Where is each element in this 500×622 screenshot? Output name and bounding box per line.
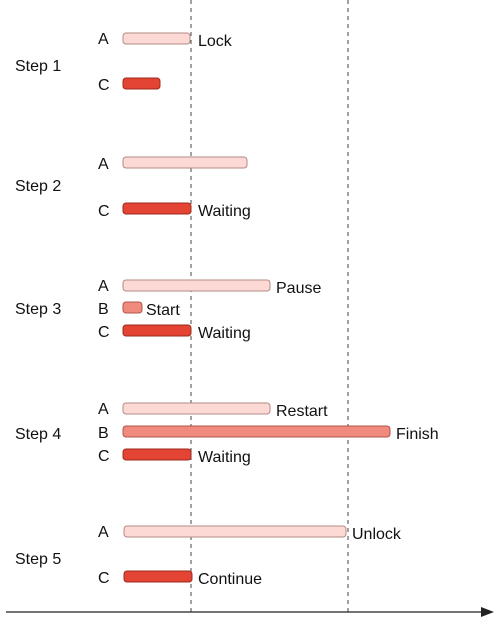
thread-label: C <box>98 570 110 587</box>
time-axis-arrow-icon <box>481 607 494 617</box>
thread-bar-c <box>122 324 192 337</box>
thread-label: A <box>98 156 109 173</box>
thread-label: B <box>98 301 109 318</box>
status-label: Waiting <box>198 203 251 220</box>
status-label: Start <box>146 302 180 319</box>
thread-bar-c <box>123 570 193 583</box>
step-label: Step 2 <box>15 178 61 195</box>
thread-label: A <box>98 401 109 418</box>
thread-bar-a <box>122 279 271 292</box>
thread-bar-c <box>122 77 161 90</box>
thread-label: B <box>98 425 109 442</box>
status-label: Pause <box>276 280 321 297</box>
step-label: Step 3 <box>15 301 61 318</box>
thread-bar-a <box>122 402 271 415</box>
thread-bar-a <box>123 525 347 538</box>
thread-label: A <box>98 524 109 541</box>
thread-bar-c <box>122 202 192 215</box>
thread-label: A <box>98 278 109 295</box>
status-label: Finish <box>396 426 439 443</box>
status-label: Waiting <box>198 325 251 342</box>
thread-bar-a <box>122 156 248 169</box>
status-label: Lock <box>198 33 233 50</box>
thread-bar-a <box>122 32 191 45</box>
step-label: Step 1 <box>15 58 61 75</box>
status-label: Unlock <box>352 526 402 543</box>
thread-label: C <box>98 324 110 341</box>
thread-label: A <box>98 31 109 48</box>
status-label: Waiting <box>198 449 251 466</box>
thread-label: C <box>98 203 110 220</box>
thread-label: C <box>98 448 110 465</box>
step-label: Step 4 <box>15 426 61 443</box>
step-label: Step 5 <box>15 551 61 568</box>
thread-bar-c <box>122 448 192 461</box>
thread-bar-b <box>122 425 391 438</box>
status-label: Continue <box>198 571 262 588</box>
thread-label: C <box>98 77 110 94</box>
status-label: Restart <box>276 403 328 420</box>
thread-bar-b <box>122 301 143 314</box>
